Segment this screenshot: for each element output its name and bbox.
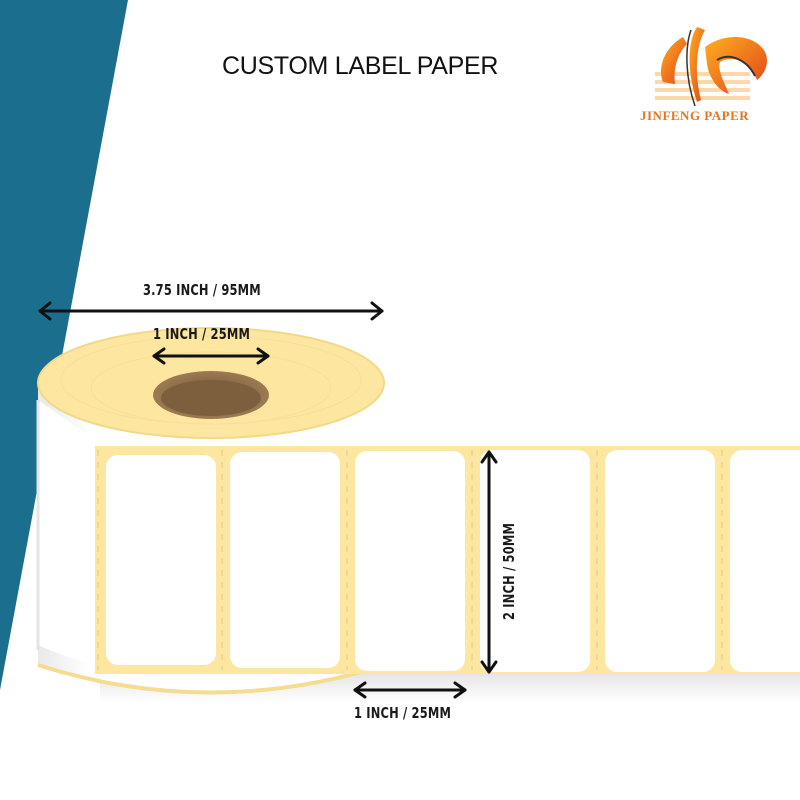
label-height-label: 2 INCH / 50MM [500, 522, 518, 620]
core-diameter-label: 1 INCH / 25MM [153, 325, 251, 343]
jinfeng-logo-icon [655, 27, 768, 107]
brand-name: JINFENG PAPER [640, 108, 750, 123]
dimension-arrows [38, 301, 498, 699]
roll-width-label: 3.75 INCH / 95MM [143, 281, 261, 299]
label-width-label: 1 INCH / 25MM [354, 704, 452, 722]
page-title: CUSTOM LABEL PAPER [222, 52, 499, 80]
